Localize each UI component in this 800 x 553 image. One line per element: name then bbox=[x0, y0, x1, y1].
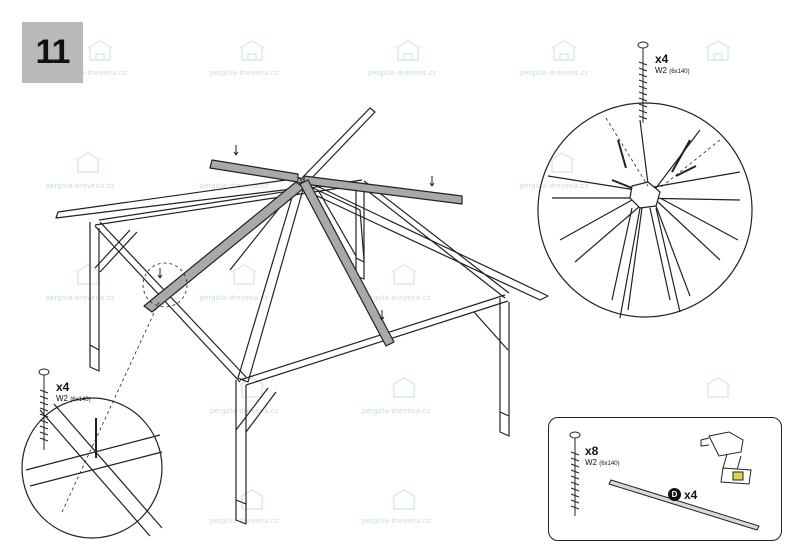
watermark-text: pergola-drevena.cz bbox=[46, 295, 115, 302]
screw-icon-top bbox=[637, 41, 649, 123]
callout-top-qty: x4 bbox=[655, 52, 669, 66]
posts bbox=[89, 188, 510, 525]
kit-screw-qty: x8 bbox=[585, 444, 599, 458]
callout-top-code: W2 (6x140) bbox=[655, 66, 690, 75]
new-rafters-highlight bbox=[143, 159, 463, 347]
roof-rafters bbox=[55, 107, 549, 383]
detail-circle-top-right bbox=[537, 102, 753, 319]
watermark-text: pergola-drevena.cz bbox=[210, 408, 279, 415]
rafter-part-icon bbox=[608, 479, 760, 531]
screw-icon-left bbox=[38, 368, 50, 450]
watermark-text: pergola-drevena.cz bbox=[362, 518, 431, 525]
watermark-logo-icons bbox=[75, 40, 731, 510]
kit-drawing bbox=[569, 431, 760, 531]
screw-arrows bbox=[157, 145, 435, 321]
watermark-text: pergola-drevena.cz bbox=[200, 183, 269, 190]
watermark-text: pergola-drevena.cz bbox=[362, 295, 431, 302]
part-letter-badge: D bbox=[668, 488, 681, 501]
watermark-text: pergola-drevena.cz bbox=[520, 183, 589, 190]
callout-left-code: W2 (6x140) bbox=[56, 394, 91, 403]
callout-left-qty: x4 bbox=[56, 380, 70, 394]
watermark-text: pergola-drevena.cz bbox=[200, 295, 269, 302]
parts-kit-box: x8 W2 (6x140) D x4 bbox=[548, 417, 782, 541]
watermark-text: pergola-drevena.cz bbox=[520, 70, 589, 77]
drill-icon bbox=[700, 431, 752, 485]
kit-part-qty: x4 bbox=[684, 488, 698, 502]
kit-screw-code: W2 (6x140) bbox=[585, 458, 620, 467]
watermark-text: pergola-drevena.cz bbox=[210, 518, 279, 525]
kit-screw-icon bbox=[569, 431, 581, 516]
watermark-text: pergola-drevena.cz bbox=[46, 183, 115, 190]
watermark-text: pergola-drevena.cz bbox=[210, 70, 279, 77]
watermark-text: pergola-drevena.cz bbox=[58, 70, 127, 77]
watermark-text: pergola-drevena.cz bbox=[362, 408, 431, 415]
watermark-text: pergola-drevena.cz bbox=[368, 70, 437, 77]
detail-circle-bottom-left bbox=[21, 262, 188, 539]
step-number-badge: 11 bbox=[22, 22, 83, 83]
